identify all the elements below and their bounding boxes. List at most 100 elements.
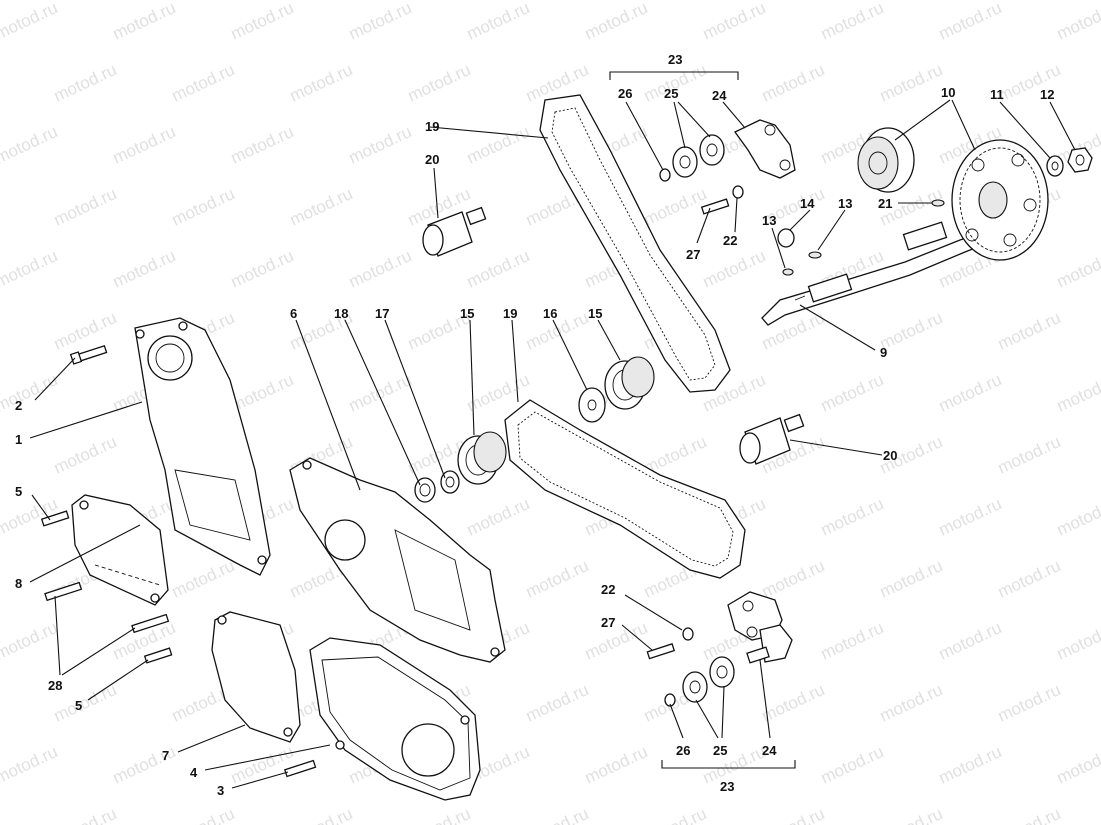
watermark-text: motod.ru bbox=[0, 122, 61, 168]
label-9: 9 bbox=[880, 345, 887, 360]
watermark-text: motod.ru bbox=[641, 184, 710, 230]
label-22-top: 22 bbox=[723, 233, 737, 248]
watermark-text: motod.ru bbox=[818, 0, 887, 44]
label-13-right: 13 bbox=[838, 196, 852, 211]
label-26-top: 26 bbox=[618, 86, 632, 101]
part-3-screw bbox=[283, 759, 317, 778]
label-1: 1 bbox=[15, 432, 22, 447]
watermark-text: motod.ru bbox=[523, 680, 592, 726]
watermark-text: motod.ru bbox=[346, 246, 415, 292]
label-25-top: 25 bbox=[664, 86, 678, 101]
watermark-text: motod.ru bbox=[700, 246, 769, 292]
watermark-text: motod.ru bbox=[759, 804, 828, 825]
watermark-text: motod.ru bbox=[169, 184, 238, 230]
part-20-roller-lower bbox=[739, 413, 805, 465]
label-20-right: 20 bbox=[883, 448, 897, 463]
part-5-screw-a bbox=[40, 510, 70, 527]
watermark-text: motod.ru bbox=[0, 246, 61, 292]
watermark-text: motod.ru bbox=[0, 370, 61, 416]
part-11-washer bbox=[1046, 155, 1064, 177]
watermark-text: motod.ru bbox=[287, 184, 356, 230]
label-24-top: 24 bbox=[712, 88, 727, 103]
part-1-cover-plate bbox=[134, 317, 271, 576]
part-15-pulley-right bbox=[604, 356, 655, 410]
label-18: 18 bbox=[334, 306, 348, 321]
label-15-left: 15 bbox=[460, 306, 474, 321]
part-7-plate bbox=[211, 611, 301, 743]
part-19-belt-lower bbox=[504, 399, 746, 579]
watermark-text: motod.ru bbox=[464, 494, 533, 540]
part-23-tensioner-lower bbox=[646, 591, 793, 707]
watermark-text: motod.ru bbox=[346, 122, 415, 168]
watermark-text: motod.ru bbox=[759, 680, 828, 726]
watermark-text: motod.ru bbox=[523, 804, 592, 825]
watermark-text: motod.ru bbox=[582, 0, 651, 44]
watermark-text: motod.ru bbox=[1054, 742, 1101, 788]
label-14: 14 bbox=[800, 196, 815, 211]
watermark-text: motod.ru bbox=[464, 246, 533, 292]
label-5-left: 5 bbox=[15, 484, 22, 499]
watermark-text: motod.ru bbox=[818, 370, 887, 416]
watermark-text: motod.ru bbox=[287, 60, 356, 106]
part-4-front-cover bbox=[309, 637, 481, 801]
watermark-text: motod.ru bbox=[169, 60, 238, 106]
label-3: 3 bbox=[217, 783, 224, 798]
part-12-nut bbox=[1067, 147, 1093, 173]
watermark-text: motod.ru bbox=[523, 556, 592, 602]
part-14-circlip bbox=[777, 228, 795, 248]
watermark-text: motod.ru bbox=[51, 60, 120, 106]
label-5-bottom: 5 bbox=[75, 698, 82, 713]
label-7: 7 bbox=[162, 748, 169, 763]
label-19-top: 19 bbox=[425, 119, 439, 134]
label-19-mid: 19 bbox=[503, 306, 517, 321]
label-26-bottom: 26 bbox=[676, 743, 690, 758]
label-2: 2 bbox=[15, 398, 22, 413]
watermark-text: motod.ru bbox=[936, 742, 1005, 788]
label-4: 4 bbox=[190, 765, 198, 780]
watermark-text: motod.ru bbox=[1054, 0, 1101, 44]
watermark-text: motod.ru bbox=[169, 556, 238, 602]
part-9-shaft bbox=[761, 221, 991, 326]
watermark-text: motod.ru bbox=[877, 60, 946, 106]
label-10: 10 bbox=[941, 85, 955, 100]
watermark-text: motod.ru bbox=[405, 60, 474, 106]
watermark-text: motod.ru bbox=[936, 494, 1005, 540]
watermark-text: motod.ru bbox=[936, 0, 1005, 44]
part-5-screw-b bbox=[143, 647, 173, 664]
watermark-text: motod.ru bbox=[0, 618, 61, 664]
part-6-belt-housing bbox=[289, 457, 506, 663]
watermark-text: motod.ru bbox=[877, 556, 946, 602]
label-28: 28 bbox=[48, 678, 62, 693]
part-19-belt-upper bbox=[539, 94, 731, 393]
watermark-text: motod.ru bbox=[759, 556, 828, 602]
label-27-top: 27 bbox=[686, 247, 700, 262]
watermark-text: motod.ru bbox=[995, 680, 1064, 726]
watermark-text: motod.ru bbox=[1054, 246, 1101, 292]
label-23-bottom: 23 bbox=[720, 779, 734, 794]
label-8: 8 bbox=[15, 576, 22, 591]
watermark-text: motod.ru bbox=[464, 0, 533, 44]
label-24-bottom: 24 bbox=[762, 743, 777, 758]
watermark-text: motod.ru bbox=[936, 618, 1005, 664]
watermark-text: motod.ru bbox=[995, 804, 1064, 825]
watermark-text: motod.ru bbox=[700, 0, 769, 44]
watermark-text: motod.ru bbox=[0, 742, 61, 788]
label-12: 12 bbox=[1040, 87, 1054, 102]
part-10-gear-small bbox=[857, 127, 915, 193]
watermark-text: motod.ru bbox=[877, 680, 946, 726]
bracket-23-top bbox=[609, 71, 739, 80]
label-25-bottom: 25 bbox=[713, 743, 727, 758]
label-15-right: 15 bbox=[588, 306, 602, 321]
label-6: 6 bbox=[290, 306, 297, 321]
watermark-text: motod.ru bbox=[818, 618, 887, 664]
watermark-text: motod.ru bbox=[405, 804, 474, 825]
watermark-text: motod.ru bbox=[1054, 618, 1101, 664]
watermark-text: motod.ru bbox=[818, 494, 887, 540]
label-23-top: 23 bbox=[668, 52, 682, 67]
part-labels: 23 26 25 24 19 20 22 27 10 11 12 14 13 1… bbox=[15, 52, 1054, 798]
watermark-text: motod.ru bbox=[346, 0, 415, 44]
watermark-text: motod.ru bbox=[1054, 494, 1101, 540]
watermark-text: motod.ru bbox=[995, 432, 1064, 478]
watermark-text: motod.ru bbox=[1054, 370, 1101, 416]
